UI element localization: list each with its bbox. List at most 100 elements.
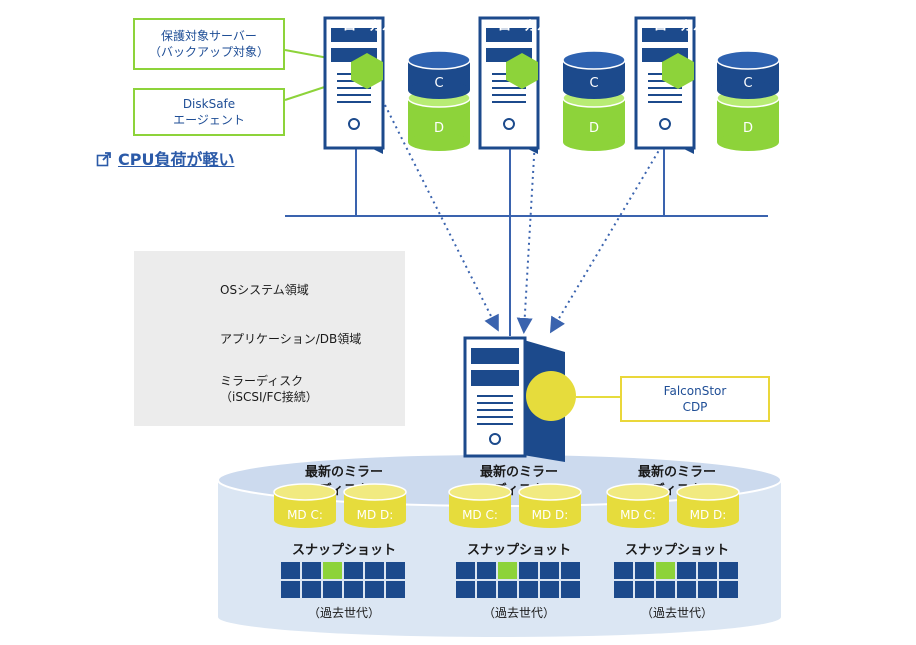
mirror-title-line1: 最新のミラー [480,464,558,480]
snapshot-cell [302,562,321,579]
snapshot-cell [540,562,559,579]
disksafe-line2: エージェント [173,113,245,127]
server-2-disks: C D [562,50,626,151]
mirror-disk-label: MD D: [357,508,394,522]
snapshot-cell [519,562,538,579]
disksafe-agent-icon [351,53,383,89]
snapshot-cell [344,581,363,598]
snapshot-cell [635,562,654,579]
snapshot-cell [561,581,580,598]
server-3-label: ローカルディスク [654,18,757,34]
mirror-disk-label: MD D: [532,508,569,522]
snapshot-cell-latest [656,562,675,579]
snapshot-caption: （過去世代） [483,606,555,620]
snapshot-cell [519,581,538,598]
snapshot-cell [656,581,675,598]
legend-label-app: アプリケーション/DB領域 [220,332,362,346]
disk-d-label: D [743,121,753,136]
mirror-disk-bottom [344,512,406,528]
mirror-disk-bottom [677,512,739,528]
legend-label-mirror-1: ミラーディスク [220,374,304,388]
disk-d-label: D [589,121,599,136]
mirror-title-line1: 最新のミラー [638,464,716,480]
mirror-disk: MD C: [273,483,337,528]
disk-c-label: C [589,76,598,91]
snapshot-cell [719,562,738,579]
snapshot-cell [386,562,405,579]
mirror-title-line1: 最新のミラー [305,464,383,480]
disk-c-label: C [434,76,443,91]
mirror-disk: MD D: [343,483,407,528]
server-2: ローカルディスク [478,16,601,154]
disk-c-label: C [743,76,752,91]
mirror-disk: MD C: [448,483,512,528]
mirror-disk-bottom [607,512,669,528]
mirror-disk-bottom [274,512,336,528]
falconstor-line1: FalconStor [663,384,727,398]
snapshot-cell [302,581,321,598]
mirror-disk-label: MD C: [462,508,498,522]
snapshot-title: スナップショット [625,543,729,558]
snapshot-cell [281,581,300,598]
disksafe-agent-icon [662,53,694,89]
snapshot-cell [698,562,717,579]
snapshot-caption: （過去世代） [641,606,713,620]
protected-server-line2: （バックアップ対象） [148,45,269,59]
snapshot-cell-latest [498,562,517,579]
mirror-disk: MD D: [518,483,582,528]
snapshot-title: スナップショット [292,543,396,558]
protected-server-line1: 保護対象サーバー [161,29,257,43]
mirror-disk: MD C: [606,483,670,528]
snapshot-cell [614,581,633,598]
snapshot-cell [719,581,738,598]
snapshot-cell [540,581,559,598]
snapshot-cell [323,581,342,598]
legend-label-mirror-2: （iSCSI/FC接続） [220,390,318,404]
cpu-load-link[interactable]: CPU負荷が軽い [96,146,234,170]
snapshot-cell [635,581,654,598]
snapshot-caption: （過去世代） [308,606,380,620]
mirror-disk-top [273,483,337,501]
disksafe-agent-callout: DiskSafe エージェント [133,88,285,136]
storage-groups: 最新のミラーディスクMD C:MD D:スナップショット（過去世代）最新のミラー… [273,464,740,620]
snapshot-cell [614,562,633,579]
snapshot-cell [698,581,717,598]
snapshot-cell [477,562,496,579]
mirror-disk-label: MD C: [287,508,323,522]
snapshot-cell [456,581,475,598]
mirror-disk-label: MD D: [690,508,727,522]
mirror-disk-top [606,483,670,501]
snapshot-cell [344,562,363,579]
falconstor-server [463,336,576,462]
mirror-disk-top [676,483,740,501]
snapshot-title: スナップショット [467,543,571,558]
mirror-disk-bottom [449,512,511,528]
mirror-disk: MD D: [676,483,740,528]
falconstor-cdp-label: FalconStor CDP [620,376,770,422]
snapshot-cell [561,562,580,579]
server-3-disks: C D [716,50,780,151]
server-3: ローカルディスク [634,16,757,154]
snapshot-cell [477,581,496,598]
network-lines [285,148,768,336]
mirror-disk-label: MD C: [620,508,656,522]
server-1-label: ローカルディスク [343,18,446,34]
falconstor-cdp-icon [526,371,576,421]
disksafe-line1: DiskSafe [182,97,236,111]
mirror-disk-top [518,483,582,501]
disk-d-label: D [434,121,444,136]
falconstor-line2: CDP [682,400,708,414]
snapshot-cell [365,581,384,598]
server-2-label: ローカルディスク [498,18,601,34]
cpu-load-link-text: CPU負荷が軽い [118,150,235,169]
mirror-disk-top [343,483,407,501]
disksafe-agent-icon [506,53,538,89]
storage-group-3: 最新のミラーディスクMD C:MD D:スナップショット（過去世代） [606,464,740,620]
mirror-disk-bottom [519,512,581,528]
snapshot-cell [498,581,517,598]
protected-server-callout: 保護対象サーバー （バックアップ対象） [133,18,285,70]
storage-group-1: 最新のミラーディスクMD C:MD D:スナップショット（過去世代） [273,464,407,620]
server-1-disks: C D [407,50,471,151]
storage-group-2: 最新のミラーディスクMD C:MD D:スナップショット（過去世代） [448,464,582,620]
